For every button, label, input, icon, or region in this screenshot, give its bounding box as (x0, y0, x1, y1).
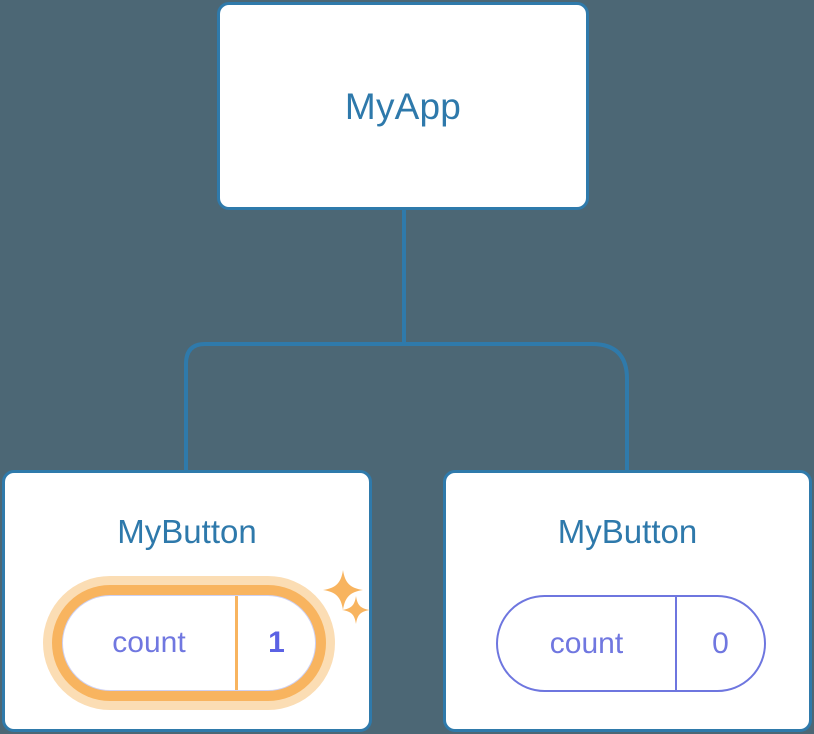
node-mybutton-left[interactable]: MyButton count 1 (2, 470, 372, 732)
node-mybutton-right-title: MyButton (557, 513, 698, 550)
prop-pill-count-highlighted[interactable]: count 1 (43, 576, 335, 710)
node-myapp-title: MyApp (344, 85, 462, 127)
connector-branch-left (184, 342, 404, 472)
pill-divider (675, 597, 677, 690)
node-mybutton-right[interactable]: MyButton count 0 (443, 470, 812, 732)
prop-value-label: 1 (268, 626, 285, 659)
sparkle-large-icon (323, 570, 363, 610)
prop-key-label: count (549, 626, 624, 660)
node-mybutton-left-title: MyButton (117, 513, 257, 550)
prop-value-label: 0 (712, 626, 729, 660)
prop-key-label: count (112, 626, 186, 659)
connector-branch-right (404, 342, 629, 472)
node-myapp[interactable]: MyApp (217, 2, 589, 210)
prop-pill-count[interactable]: count 0 (496, 595, 766, 692)
pill-inner: count 1 (62, 595, 316, 691)
pill-divider (235, 596, 238, 690)
sparkle-small-icon (342, 596, 370, 624)
